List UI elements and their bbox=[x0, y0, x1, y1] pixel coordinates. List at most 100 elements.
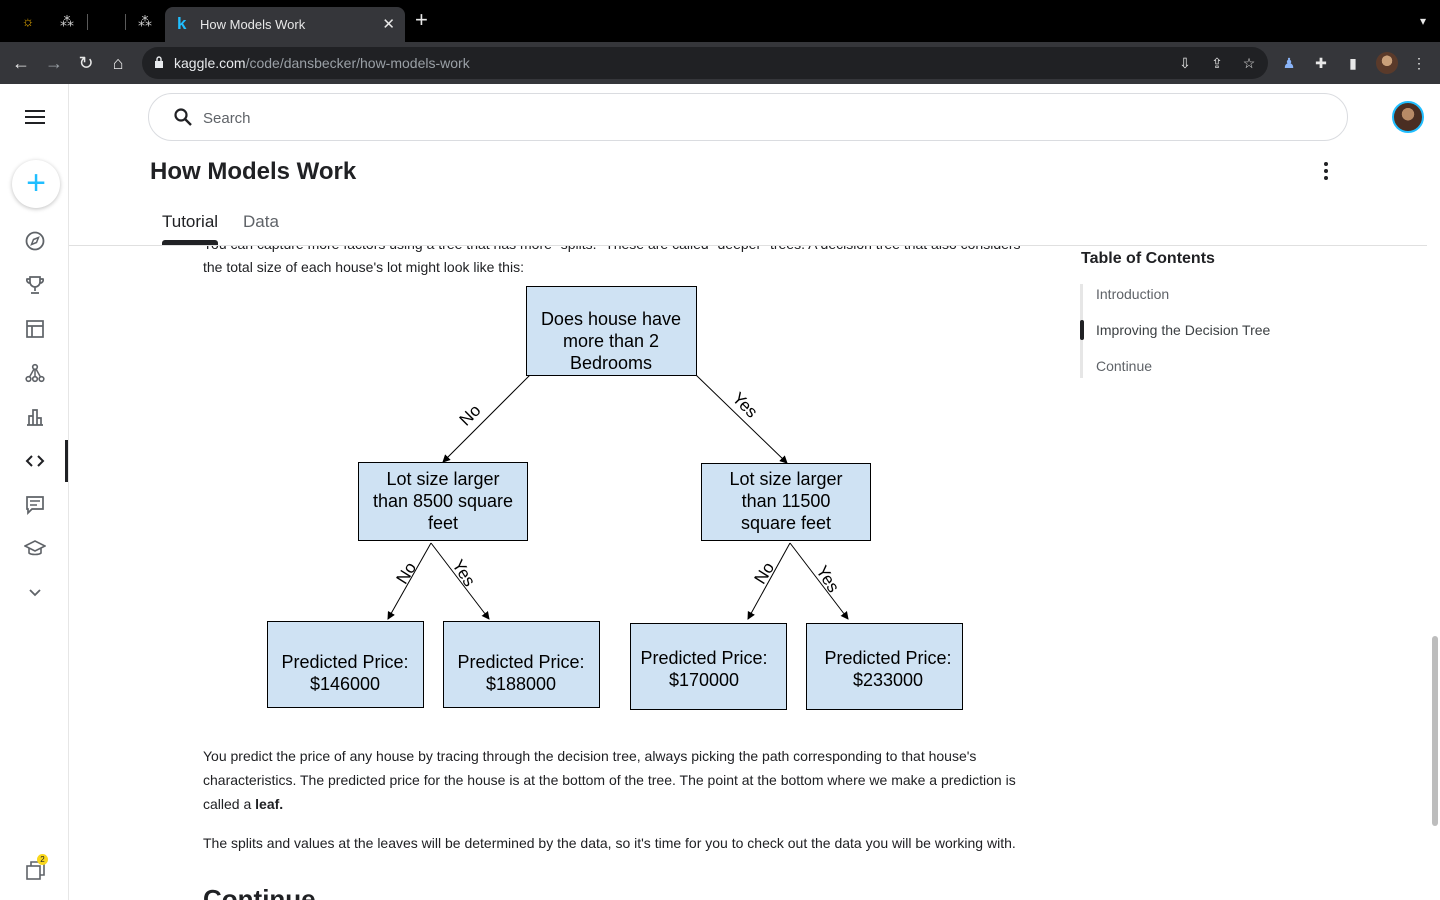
tree-root-node bbox=[526, 286, 697, 376]
left-navigation: + 2 bbox=[0, 84, 69, 900]
paragraph-predict: You predict the price of any house by tr… bbox=[203, 748, 1016, 812]
edge-left-leaf2 bbox=[430, 542, 490, 620]
back-arrow-icon[interactable]: ← bbox=[12, 53, 30, 73]
tab-data[interactable]: Data bbox=[243, 212, 279, 231]
leaf4-value: $233000 bbox=[853, 670, 923, 690]
edge-root-left bbox=[442, 374, 531, 463]
lock-icon bbox=[155, 56, 163, 68]
kaggle-favicon-icon: k bbox=[177, 14, 187, 33]
address-bar[interactable]: kaggle.com/code/dansbecker/how-models-wo… bbox=[142, 47, 1268, 79]
right-line-3: square feet bbox=[741, 513, 831, 533]
url-text[interactable]: kaggle.com/code/dansbecker/how-models-wo… bbox=[174, 55, 470, 71]
code-icon[interactable] bbox=[24, 450, 46, 472]
notebook-content: You can capture more factors using a tre… bbox=[69, 246, 1069, 900]
right-line-1: Lot size larger bbox=[729, 469, 842, 489]
left-line-1: Lot size larger bbox=[386, 469, 499, 489]
tab-favicon-icon[interactable]: ⁂ bbox=[138, 13, 152, 29]
paragraph-splits: The splits and values at the leaves will… bbox=[203, 835, 1016, 851]
toc-item-continue[interactable]: Continue bbox=[1096, 358, 1153, 374]
leaf4-label: Predicted Price: bbox=[824, 648, 951, 668]
tab-separator bbox=[125, 14, 126, 30]
discussion-icon[interactable] bbox=[24, 494, 46, 516]
toc-item-introduction[interactable]: Introduction bbox=[1096, 286, 1170, 302]
install-icon[interactable]: ⇩ bbox=[1179, 55, 1191, 71]
browser-toolbar: ← → ↻ ⌂ kaggle.com/code/dansbecker/how-m… bbox=[0, 42, 1440, 84]
page-scrollbar[interactable] bbox=[1432, 636, 1438, 826]
learn-cap-icon[interactable] bbox=[24, 538, 46, 560]
edge-right-leaf4 bbox=[789, 542, 849, 620]
user-avatar[interactable] bbox=[1392, 101, 1424, 133]
forward-arrow-icon[interactable]: → bbox=[45, 53, 63, 73]
edge-label-yes: Yes bbox=[728, 389, 761, 422]
tree-leaf-3 bbox=[630, 623, 787, 710]
edge-left-leaf1 bbox=[387, 542, 432, 620]
tab-favicon-icon[interactable]: ⁂ bbox=[60, 13, 74, 29]
sidebar-icon[interactable]: ▮ bbox=[1349, 55, 1357, 71]
root-line-2: more than 2 bbox=[563, 331, 659, 351]
nav-active-indicator bbox=[65, 440, 68, 482]
close-icon[interactable]: ✕ bbox=[382, 16, 395, 33]
bold-term: leaf. bbox=[255, 796, 284, 812]
share-icon[interactable]: ⇪ bbox=[1211, 55, 1223, 71]
toc-title: Table of Contents bbox=[1081, 250, 1215, 267]
root-line-3: Bedrooms bbox=[570, 353, 652, 373]
leaf3-label: Predicted Price: bbox=[640, 648, 767, 668]
tab-title: How Models Work bbox=[200, 17, 306, 32]
tree-right-node bbox=[701, 463, 871, 541]
tree-leaf-2 bbox=[443, 621, 600, 708]
paragraph-cut-off: You can capture more factors using a tre… bbox=[203, 246, 1033, 256]
extension-icon[interactable]: ♟ bbox=[1282, 55, 1296, 71]
notifications-button[interactable]: 2 bbox=[25, 854, 48, 882]
edge-root-right bbox=[695, 374, 788, 464]
more-options-icon[interactable] bbox=[1316, 162, 1336, 184]
tab-separator bbox=[87, 14, 88, 30]
sun-icon[interactable]: ☼ bbox=[21, 13, 35, 29]
right-line-2: than 11500 bbox=[742, 491, 831, 511]
edge-label-no: No bbox=[393, 559, 421, 588]
puzzle-icon[interactable]: ✚ bbox=[1315, 55, 1327, 71]
chevron-down-icon[interactable]: ▾ bbox=[1419, 14, 1426, 28]
menu-dots-icon[interactable]: ⋮ bbox=[1412, 55, 1426, 71]
leaf1-label: Predicted Price: bbox=[281, 652, 408, 672]
tree-leaf-4 bbox=[806, 623, 963, 710]
notification-badge: 2 bbox=[37, 854, 48, 865]
create-plus-button[interactable]: + bbox=[12, 160, 60, 208]
left-line-2: than 8500 square bbox=[373, 491, 513, 511]
paragraph-intro: the total size of each house's lot might… bbox=[203, 259, 524, 275]
tree-leaf-1 bbox=[267, 621, 424, 708]
leaf1-value: $146000 bbox=[310, 674, 380, 694]
leaf3-value: $170000 bbox=[669, 670, 739, 690]
chevron-down-icon[interactable] bbox=[24, 582, 46, 604]
section-heading-continue: Continue bbox=[203, 884, 316, 900]
leaf2-label: Predicted Price: bbox=[457, 652, 584, 672]
search-icon bbox=[174, 108, 192, 126]
browser-tab-bar: ☼ ⁂ ⁂ k How Models Work ✕ + ▾ bbox=[0, 0, 1440, 42]
edge-right-leaf3 bbox=[747, 542, 791, 620]
models-icon[interactable] bbox=[24, 362, 46, 384]
decision-tree-diagram: Does house have more than 2 Bedrooms Lot… bbox=[267, 286, 963, 710]
bar-chart-icon[interactable] bbox=[24, 406, 46, 428]
edge-label-yes: Yes bbox=[812, 562, 843, 596]
edge-label-yes: Yes bbox=[448, 556, 479, 590]
root-line-1: Does house have bbox=[541, 309, 681, 329]
tab-tutorial[interactable]: Tutorial bbox=[162, 212, 219, 231]
toc-item-improving[interactable]: Improving the Decision Tree bbox=[1096, 322, 1271, 338]
left-line-3: feet bbox=[428, 513, 458, 533]
new-tab-plus-icon[interactable]: + bbox=[415, 7, 428, 32]
header-divider bbox=[69, 245, 1427, 246]
table-icon[interactable] bbox=[24, 318, 46, 340]
home-icon[interactable]: ⌂ bbox=[112, 53, 124, 73]
tab-how-models-work[interactable]: k How Models Work ✕ bbox=[165, 7, 405, 42]
hamburger-menu-icon[interactable] bbox=[25, 110, 45, 124]
active-tab-indicator bbox=[162, 240, 218, 245]
page-title: How Models Work bbox=[150, 158, 357, 185]
star-icon[interactable]: ☆ bbox=[1242, 55, 1256, 71]
tree-left-node bbox=[358, 462, 528, 541]
search-bar[interactable] bbox=[148, 93, 1348, 141]
browser-profile-avatar[interactable] bbox=[1376, 52, 1398, 74]
compass-icon[interactable] bbox=[24, 230, 46, 252]
toc-active-indicator bbox=[1080, 320, 1084, 340]
search-input[interactable] bbox=[203, 106, 803, 130]
reload-icon[interactable]: ↻ bbox=[78, 53, 94, 73]
trophy-icon[interactable] bbox=[24, 274, 46, 296]
